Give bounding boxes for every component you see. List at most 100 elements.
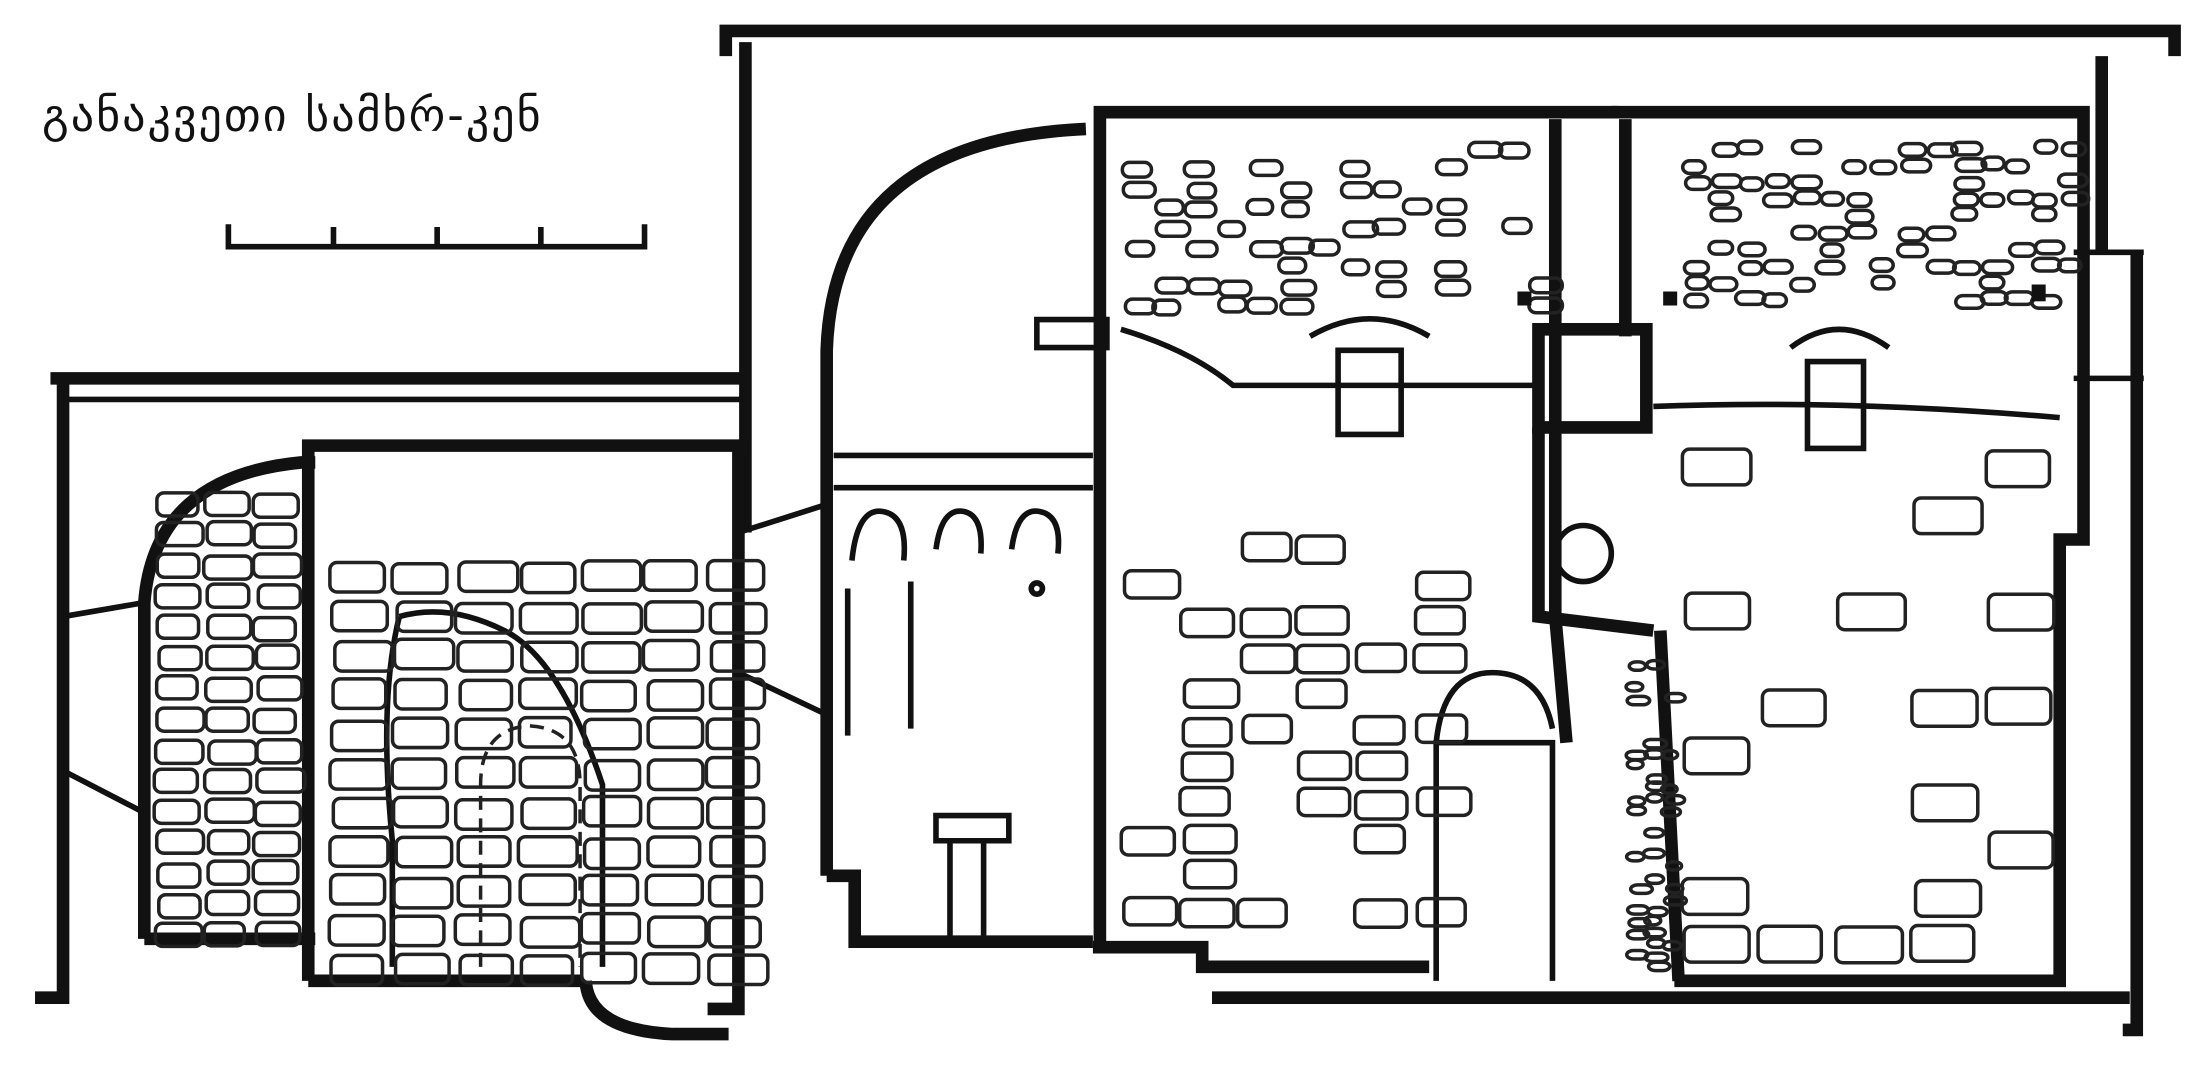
stone [1123,297,1158,316]
stone [1707,190,1735,207]
stone [1414,713,1469,745]
stone [205,582,251,609]
stone [253,889,301,917]
stone [1625,928,1651,941]
stone [1895,242,1930,259]
stone [1926,142,1959,159]
stone [453,601,514,635]
stone [153,921,204,949]
stone [390,914,446,948]
stone [1641,847,1667,860]
stone [1897,141,1928,158]
stone [1182,678,1241,709]
stone [1239,643,1297,675]
stone [707,874,764,908]
stone [252,707,298,735]
stone [707,915,763,949]
stone [201,554,254,581]
stone [646,678,705,712]
stone [1436,197,1468,216]
stone [1954,157,1988,174]
stone [1659,783,1679,796]
stone [204,676,254,704]
stone [1413,604,1466,636]
stone [1664,793,1687,806]
stone [581,602,644,635]
stone [1710,173,1743,190]
stone [1240,531,1293,563]
stone [1154,219,1192,239]
stone [709,640,766,673]
stone [2030,256,2063,273]
stone [1308,238,1341,257]
stone [708,601,768,635]
stone [1414,570,1472,602]
stone [328,757,390,791]
stone [1663,691,1687,704]
stone [1642,926,1668,939]
stone [579,679,637,713]
stone [1764,172,1792,190]
stone [1642,737,1669,750]
central-apse [820,122,1110,948]
stone [1217,219,1247,239]
stone [331,796,395,830]
stone [1434,158,1468,177]
stone [2030,192,2058,209]
stone [153,582,202,610]
stone [1899,157,1933,174]
stone [152,798,201,826]
stone [520,640,579,674]
stone [1646,960,1672,973]
stone [155,828,206,855]
stone [704,755,761,789]
stone [1682,736,1751,776]
stone [519,954,575,987]
stone [202,920,247,948]
stone [1680,876,1750,917]
stone [1412,642,1468,674]
left-apse [61,456,316,946]
stone [1627,916,1652,929]
stone [580,873,640,907]
stone [1814,259,1846,276]
stone [1646,905,1669,918]
stone [390,757,448,791]
stone [329,599,390,633]
stone [1790,174,1824,191]
stone [1924,225,1957,242]
stone [1154,198,1186,217]
stone [1660,748,1680,761]
stone [1294,605,1350,636]
stone [256,675,304,702]
window-openings [1517,284,2046,306]
stone [518,677,579,711]
stone [392,637,456,671]
stone [203,490,251,518]
stone [1835,592,1908,632]
stone [1819,242,1845,259]
stone [708,677,767,711]
stone [1733,289,1767,307]
stone [1680,447,1753,487]
stone [255,738,304,765]
stone [1624,680,1645,693]
stone [458,953,515,987]
stone [251,615,298,643]
stone [328,835,390,868]
stone [1645,791,1665,804]
stone [1178,607,1236,639]
stone [517,715,573,749]
stone [1122,895,1179,927]
stone [1707,239,1735,256]
stone [155,613,201,641]
stone [1684,274,1711,291]
stone [1401,197,1433,216]
stone [1294,534,1346,566]
stone [394,835,454,869]
stone [1627,660,1648,673]
stone [1245,197,1275,217]
stone [256,583,303,610]
stone [520,797,578,831]
stone [1279,236,1316,255]
